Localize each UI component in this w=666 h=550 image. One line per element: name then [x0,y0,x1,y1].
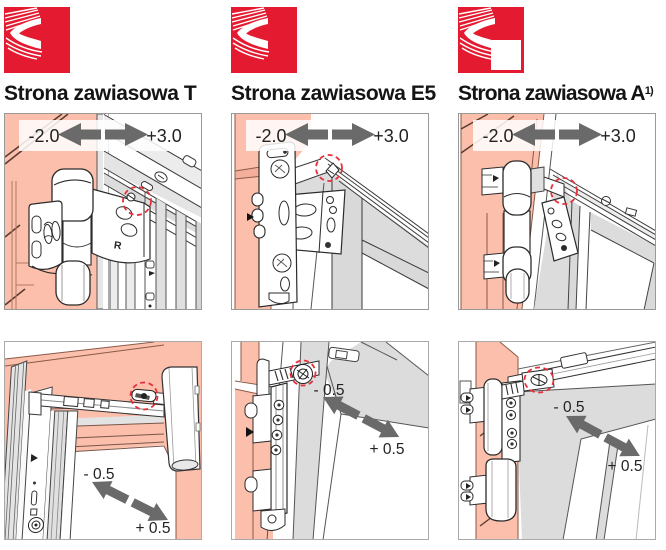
svg-text:-2.0: -2.0 [255,126,286,146]
svg-text:+3.0: +3.0 [146,126,182,146]
svg-text:- 0.5: - 0.5 [83,466,114,483]
svg-text:- 0.5: - 0.5 [313,382,344,399]
svg-text:-2.0: -2.0 [28,126,59,146]
svg-text:R: R [113,239,123,252]
svg-text:+3.0: +3.0 [373,126,409,146]
svg-text:- 0.5: - 0.5 [553,399,584,416]
svg-text:+ 0.5: + 0.5 [370,441,405,458]
svg-text:+ 0.5: + 0.5 [136,520,171,537]
svg-text:+ 0.5: + 0.5 [608,458,643,475]
svg-text:-2.0: -2.0 [482,126,513,146]
svg-text:+3.0: +3.0 [600,126,636,146]
